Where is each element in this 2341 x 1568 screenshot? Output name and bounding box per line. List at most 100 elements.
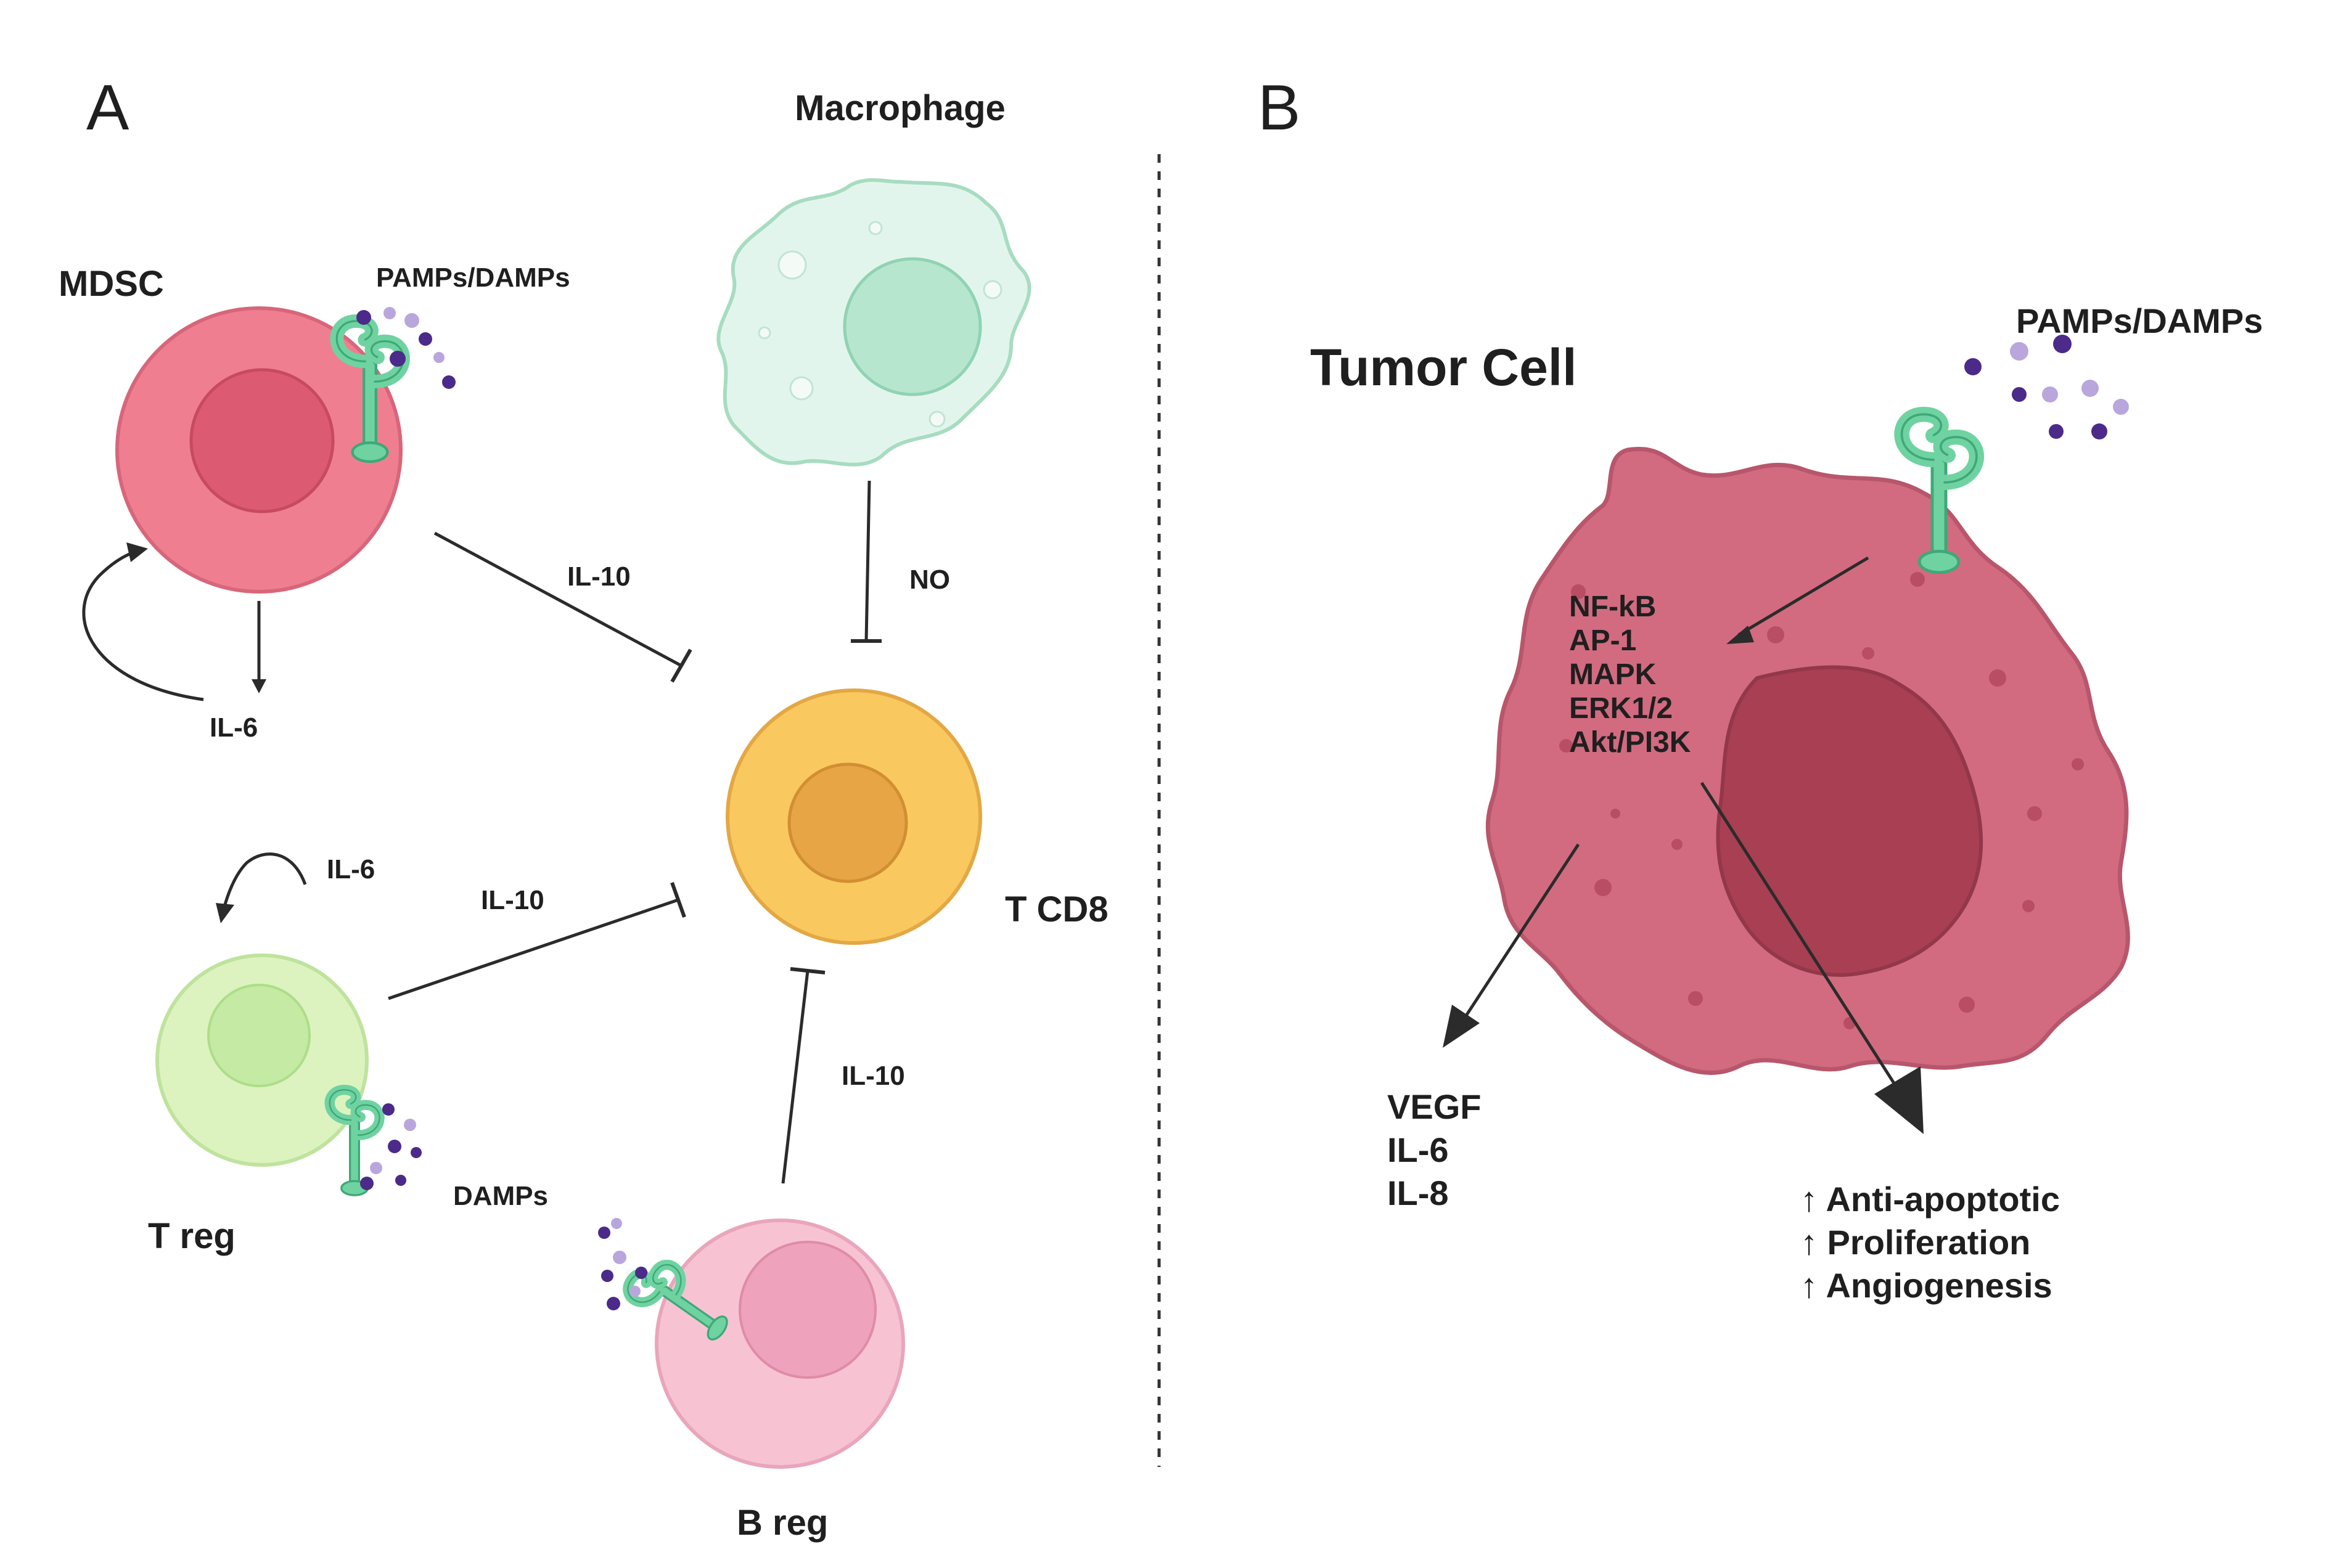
ligand-dot <box>390 351 406 367</box>
ligand-dot <box>433 352 445 363</box>
receptor-to-pathways-arrow <box>1737 556 1869 637</box>
macrophage-vesicle <box>758 326 771 340</box>
tumor-granule <box>1559 739 1573 753</box>
mdsc-nucleus <box>189 368 335 513</box>
secreted-item: IL-8 <box>1387 1174 1449 1212</box>
pathway-item: Akt/PI3K <box>1569 726 1691 759</box>
ligand-dot <box>360 1177 374 1190</box>
ligand-dot <box>356 310 371 325</box>
macrophage-vesicle <box>929 410 946 428</box>
macrophage-vesicle <box>983 280 1002 300</box>
ligand-dot <box>388 1140 401 1153</box>
ligand-dot <box>2053 335 2072 353</box>
ligand-dot <box>370 1162 382 1174</box>
ligand-dot <box>629 1286 641 1297</box>
tumor-granule <box>1688 991 1703 1006</box>
ligand-dot <box>404 313 419 328</box>
ligand-dot <box>2042 386 2058 402</box>
mdsc-il6-label: IL-6 <box>210 713 258 743</box>
tumor-cell-title: Tumor Cell <box>1310 338 1576 396</box>
tumor-granule <box>1959 997 1975 1013</box>
effect-item: ↑ Angiogenesis <box>1800 1266 2052 1305</box>
arrowhead <box>1443 1005 1480 1048</box>
ligand-dot <box>2012 387 2027 402</box>
tumor-granule <box>2022 900 2035 912</box>
inhibition-bar <box>790 967 826 974</box>
tumor-pamps-label: PAMPs/DAMPs <box>2016 301 2263 340</box>
macrophage-nucleus <box>843 257 982 396</box>
macrophage-no-label: NO <box>909 565 950 595</box>
tumor-granule <box>2072 758 2084 770</box>
arrowhead <box>1874 1066 1924 1134</box>
inhibition-bar <box>670 881 686 918</box>
tumor-granule <box>1610 809 1620 819</box>
mdsc-pamps-label: PAMPs/DAMPs <box>376 263 570 293</box>
macrophage-vesicle <box>789 376 814 401</box>
effect-item: ↑ Proliferation <box>1800 1223 2030 1262</box>
tcd8-cell <box>726 688 982 945</box>
treg-to-tcd8-inhibition <box>388 898 679 1000</box>
treg-label: T reg <box>148 1216 236 1256</box>
macrophage-vesicle <box>777 250 807 280</box>
breg-nucleus <box>739 1241 877 1379</box>
tumor-pamps-ligands <box>1964 335 2129 439</box>
tumor-granule <box>1767 626 1784 643</box>
ligand-dot <box>611 1218 622 1229</box>
tcd8-nucleus <box>787 762 908 883</box>
arrowhead <box>126 542 148 562</box>
panel-label-b: B <box>1258 72 1300 144</box>
effect-item: ↑ Anti-apoptotic <box>1800 1180 2060 1219</box>
mdsc-to-tcd8-inhibition <box>433 531 683 668</box>
ligand-dot <box>2091 423 2107 439</box>
treg-nucleus <box>207 984 311 1087</box>
mdsc-label: MDSC <box>59 264 164 304</box>
ligand-dot <box>635 1267 647 1279</box>
secreted-item: IL-6 <box>1387 1130 1449 1169</box>
ligand-dot <box>1964 358 1982 375</box>
ligand-dot <box>2113 399 2129 415</box>
macrophage-vesicle <box>868 221 883 235</box>
treg-il6-loop <box>222 852 307 910</box>
secreted-factors: VEGF IL-6 IL-8 <box>1387 1087 1481 1212</box>
pathway-item: NF-kB <box>1569 590 1656 623</box>
tumor-granule <box>2027 806 2042 821</box>
tcd8-label: T CD8 <box>1005 889 1109 929</box>
tumor-granule <box>1910 572 1925 587</box>
treg-damps-label: DAMPs <box>453 1181 548 1211</box>
macrophage-label: Macrophage <box>795 88 1006 128</box>
breg-to-tcd8-inhibition <box>781 970 810 1184</box>
ligand-dot <box>601 1270 613 1282</box>
breg-ligands <box>598 1218 647 1310</box>
ligand-dot <box>613 1251 626 1264</box>
ligand-dot <box>442 375 456 389</box>
macrophage-cell <box>716 178 1031 467</box>
ligand-dot <box>2081 380 2099 397</box>
treg-il6-label: IL-6 <box>327 854 375 884</box>
ligand-dot <box>2010 342 2028 361</box>
ligand-dot <box>2049 424 2064 439</box>
mdsc-cell <box>115 306 403 594</box>
mdsc-pamps-ligands <box>356 307 456 389</box>
arrowhead <box>252 679 266 693</box>
treg-il10-label: IL-10 <box>481 885 544 915</box>
secreted-item: VEGF <box>1387 1087 1481 1126</box>
tumor-granule <box>1571 584 1586 599</box>
tumor-granules <box>1559 572 2084 1029</box>
arrowhead <box>1726 626 1754 644</box>
breg-label: B reg <box>737 1503 828 1543</box>
tumor-nucleus <box>1716 665 1983 977</box>
panel-label-a: A <box>86 72 129 144</box>
mdsc-il10-label: IL-10 <box>567 561 631 592</box>
ligand-dot <box>607 1297 620 1310</box>
ligand-dot <box>382 1103 395 1116</box>
ligand-dot <box>598 1227 610 1239</box>
tumor-cell <box>1485 447 2130 1076</box>
arrowhead <box>216 903 234 923</box>
macrophage-to-tcd8-inhibition <box>864 480 871 642</box>
ligand-dot <box>419 332 432 346</box>
mdsc-il6-loop <box>82 550 204 701</box>
ligand-dot <box>411 1147 422 1158</box>
breg-cell <box>655 1219 905 1469</box>
treg-cell <box>155 953 369 1167</box>
tumor-granule <box>1671 839 1683 850</box>
